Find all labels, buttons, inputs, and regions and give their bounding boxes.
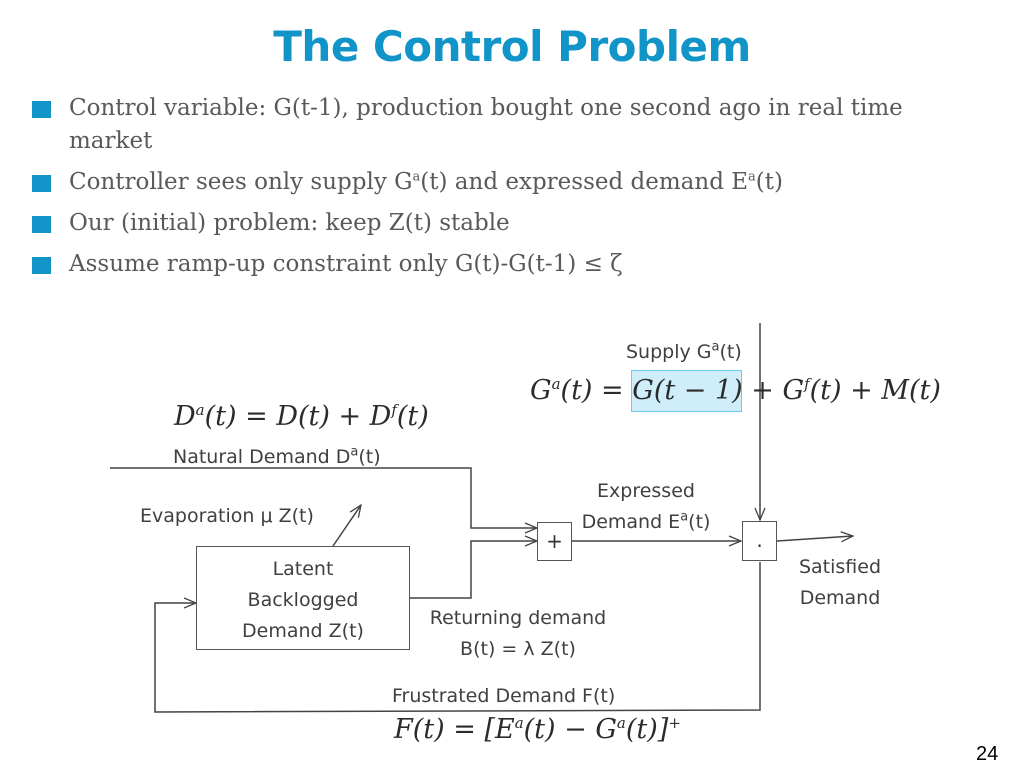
bullet-text: (t) and expressed demand E	[420, 169, 749, 195]
bullet-item: Control variable: G(t-1), production bou…	[30, 92, 990, 158]
bullet-text: Controller sees only supply G	[69, 169, 413, 195]
control-variable-highlight	[631, 370, 742, 412]
bullet-text: Our (initial) problem: keep Z(t) stable	[69, 210, 510, 236]
superscript: a	[412, 169, 421, 185]
superscript: a	[748, 169, 756, 185]
expressed-demand-label: Expressed Demand Ea(t)	[581, 480, 711, 533]
satisfied-demand-label: Satisfied Demand	[798, 556, 882, 609]
bullet-text: Assume ramp-up constraint only G(t)-G(t-…	[69, 251, 623, 277]
bullet-text: Control variable: G(t-1), production bou…	[69, 95, 903, 154]
bullet-square-icon	[32, 257, 51, 274]
bullet-list: Control variable: G(t-1), production bou…	[30, 92, 990, 289]
evaporation-line	[332, 505, 361, 547]
frustrated-demand-line	[154, 562, 761, 713]
frustrated-equation: F(t) = [Ea(t) − Ga(t)]+	[394, 714, 681, 745]
slide-title: The Control Problem	[273, 22, 751, 71]
bullet-square-icon	[32, 216, 51, 233]
control-variable-term: G(t − 1)	[632, 375, 743, 406]
bullet-text: (t)	[755, 169, 783, 195]
demand-equation: Da(t) = D(t) + Df(t)	[174, 401, 429, 432]
bullet-item: Our (initial) problem: keep Z(t) stable	[30, 207, 990, 240]
latent-backlogged-demand-box: Latent Backlogged Demand Z(t)	[196, 546, 410, 650]
satisfied-demand-line	[776, 536, 853, 541]
sum-node: +	[537, 522, 572, 561]
bullet-item: Controller sees only supply Ga(t) and ex…	[30, 166, 990, 199]
page-number: 24	[976, 743, 999, 765]
bullet-square-icon	[32, 175, 51, 192]
frustrated-demand-label: Frustrated Demand F(t)	[392, 685, 616, 707]
product-node: .	[742, 521, 777, 561]
bullet-item: Assume ramp-up constraint only G(t)-G(t-…	[30, 248, 990, 281]
returning-demand-label: Returning demand B(t) = λ Z(t)	[429, 607, 607, 660]
supply-label: Supply Ga(t)	[626, 339, 742, 363]
natural-demand-line	[110, 467, 537, 528]
evaporation-label: Evaporation μ Z(t)	[140, 505, 314, 527]
natural-demand-label: Natural Demand Da(t)	[173, 444, 381, 468]
supply-equation: Ga(t) = G(t − 1) + Gf(t) + M(t)	[530, 375, 941, 406]
bullet-square-icon	[32, 101, 51, 118]
returning-demand-line	[410, 541, 537, 599]
